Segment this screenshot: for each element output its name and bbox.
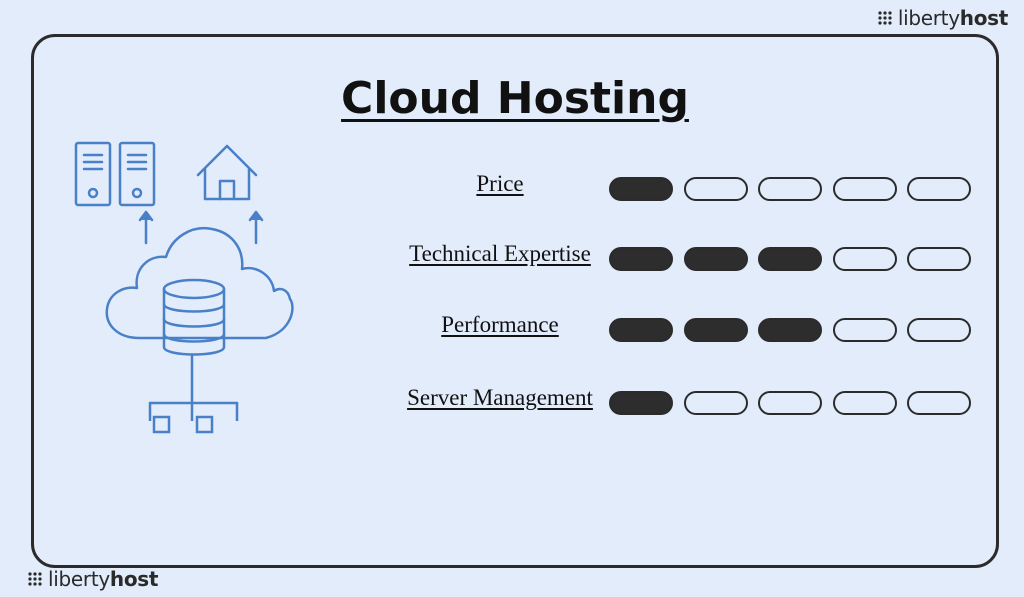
rating-pill-empty xyxy=(832,391,897,415)
brand-name-light: liberty xyxy=(48,567,110,591)
rating-pill-filled xyxy=(758,318,822,342)
brand-name-light: liberty xyxy=(897,6,960,30)
brand-name-bold: host xyxy=(109,567,159,591)
rating-pill-filled xyxy=(758,247,822,271)
rating-pill-empty xyxy=(907,247,971,271)
network-tree-icon xyxy=(148,353,239,421)
rating-pill-empty xyxy=(832,318,897,342)
rating-pill-filled xyxy=(609,247,673,271)
comparison-card: Cloud Hosting xyxy=(31,34,999,568)
rating-label: Server Management xyxy=(407,385,593,410)
rating-label: Price xyxy=(476,171,524,196)
rating-pill-empty xyxy=(758,391,822,415)
rating-label: Performance xyxy=(441,312,559,337)
rating-pill-filled xyxy=(609,177,673,201)
brand-logo-top: libertyhost xyxy=(878,6,1008,30)
rating-label: Technical Expertise xyxy=(409,241,591,266)
brand-logo-bottom: libertyhost xyxy=(28,567,158,591)
network-nodes xyxy=(152,415,214,434)
arrow-up-icon xyxy=(138,210,154,245)
server-icon xyxy=(118,141,156,207)
rating-pill-empty xyxy=(907,318,971,342)
rating-pill-empty xyxy=(758,177,822,201)
arrow-up-icon xyxy=(248,210,264,245)
rating-pill-filled xyxy=(609,318,673,342)
rating-pill-filled xyxy=(609,391,673,415)
cloud-hosting-illustration xyxy=(74,141,294,421)
home-icon xyxy=(196,144,258,201)
grid-dots-icon xyxy=(28,572,42,586)
grid-dots-icon xyxy=(878,11,892,25)
cloud-icon xyxy=(105,227,294,340)
rating-pill-filled xyxy=(683,247,748,271)
rating-pill-empty xyxy=(907,391,971,415)
rating-pill-empty xyxy=(683,177,748,201)
rating-pill-filled xyxy=(683,318,748,342)
rating-pill-empty xyxy=(832,247,897,271)
rating-pill-empty xyxy=(907,177,971,201)
rating-pill-empty xyxy=(832,177,897,201)
rating-pill-empty xyxy=(683,391,748,415)
brand-name-bold: host xyxy=(959,6,1009,30)
server-icon xyxy=(74,141,112,207)
page-title: Cloud Hosting xyxy=(341,73,689,124)
database-icon xyxy=(162,278,226,356)
